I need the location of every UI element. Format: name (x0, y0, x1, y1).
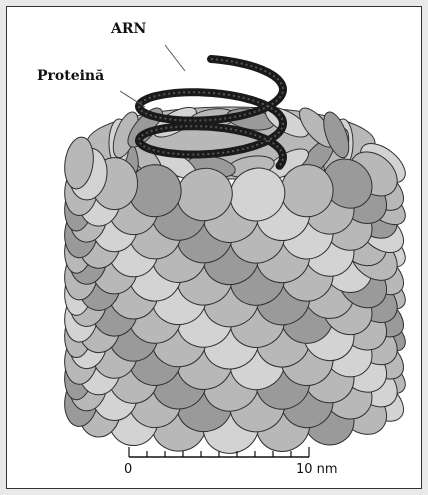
scale-end-label: 10 nm (296, 462, 338, 477)
scale-start-label: 0 (124, 462, 132, 477)
protein-capsid (62, 102, 413, 462)
arn-leader-line (165, 45, 185, 71)
figure-frame: ARN Proteină 0 10 nm (6, 6, 422, 489)
arn-label: ARN (111, 21, 146, 37)
protein-label: Proteină (37, 68, 104, 84)
